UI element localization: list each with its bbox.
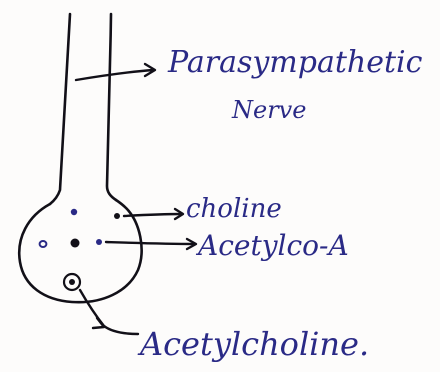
parasympathetic-label: Parasympathetic <box>168 48 422 78</box>
axon-right-wall <box>107 14 116 200</box>
choline-label: choline <box>186 196 282 222</box>
large-black-dot <box>71 239 80 248</box>
acetylcholine-core <box>69 279 75 285</box>
axon-left-wall <box>50 14 70 204</box>
acetyl-coa-arrow-line <box>106 242 195 244</box>
acetylcholine-label: Acetylcholine. <box>140 328 369 360</box>
small-vesicle <box>40 241 47 247</box>
choline-dot <box>114 213 120 219</box>
nerve-arrow-line <box>76 70 153 80</box>
choline-dot-upper <box>71 209 77 215</box>
nerve-label: Nerve <box>232 98 306 122</box>
acetylcholine-arrow-head <box>93 318 104 328</box>
acetyl-coa-dot <box>96 239 102 245</box>
acetyl-coa-label: Acetylco-A <box>198 232 349 260</box>
